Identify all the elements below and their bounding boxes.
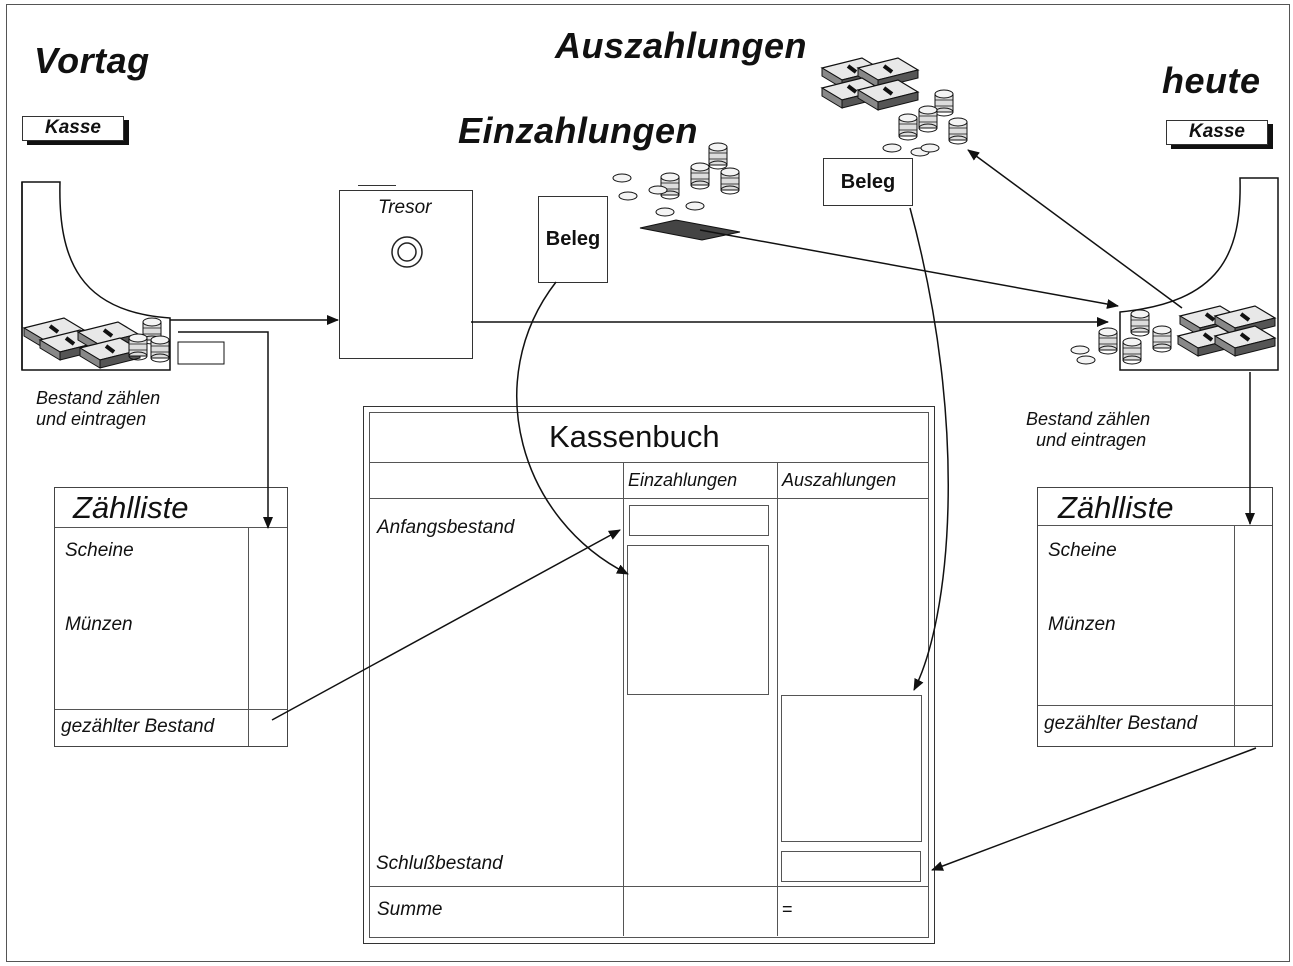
arrow-icon (170, 150, 1256, 870)
coin-stack-icon (613, 143, 740, 240)
cash-bundle-icon (1178, 306, 1275, 356)
cash-bundle-icon (822, 58, 918, 110)
